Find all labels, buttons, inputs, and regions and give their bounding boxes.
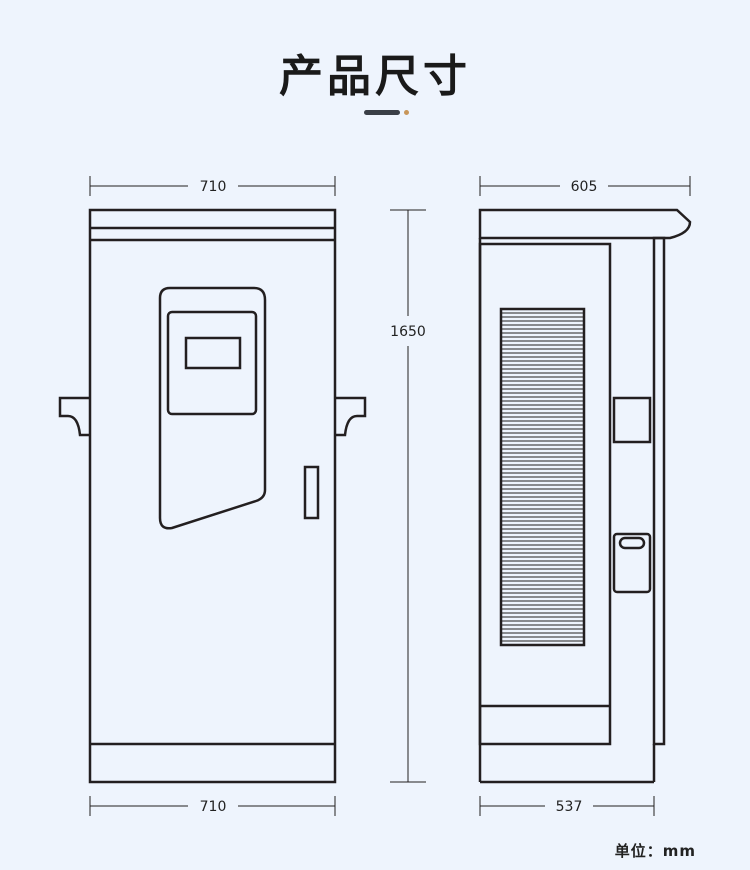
side-depth-bottom-label: 537 (556, 799, 583, 815)
title-underline (364, 110, 400, 115)
front-width-bottom-label: 710 (200, 799, 227, 815)
height-label: 1650 (390, 324, 426, 340)
front-view (58, 208, 367, 784)
side-view (478, 208, 692, 784)
side-depth-top-label: 605 (571, 179, 598, 195)
page-title: 产品尺寸 (279, 51, 471, 102)
front-width-top-label: 710 (200, 179, 227, 195)
unit-label: 单位：mm (614, 842, 696, 860)
title-accent-dot (404, 110, 409, 115)
